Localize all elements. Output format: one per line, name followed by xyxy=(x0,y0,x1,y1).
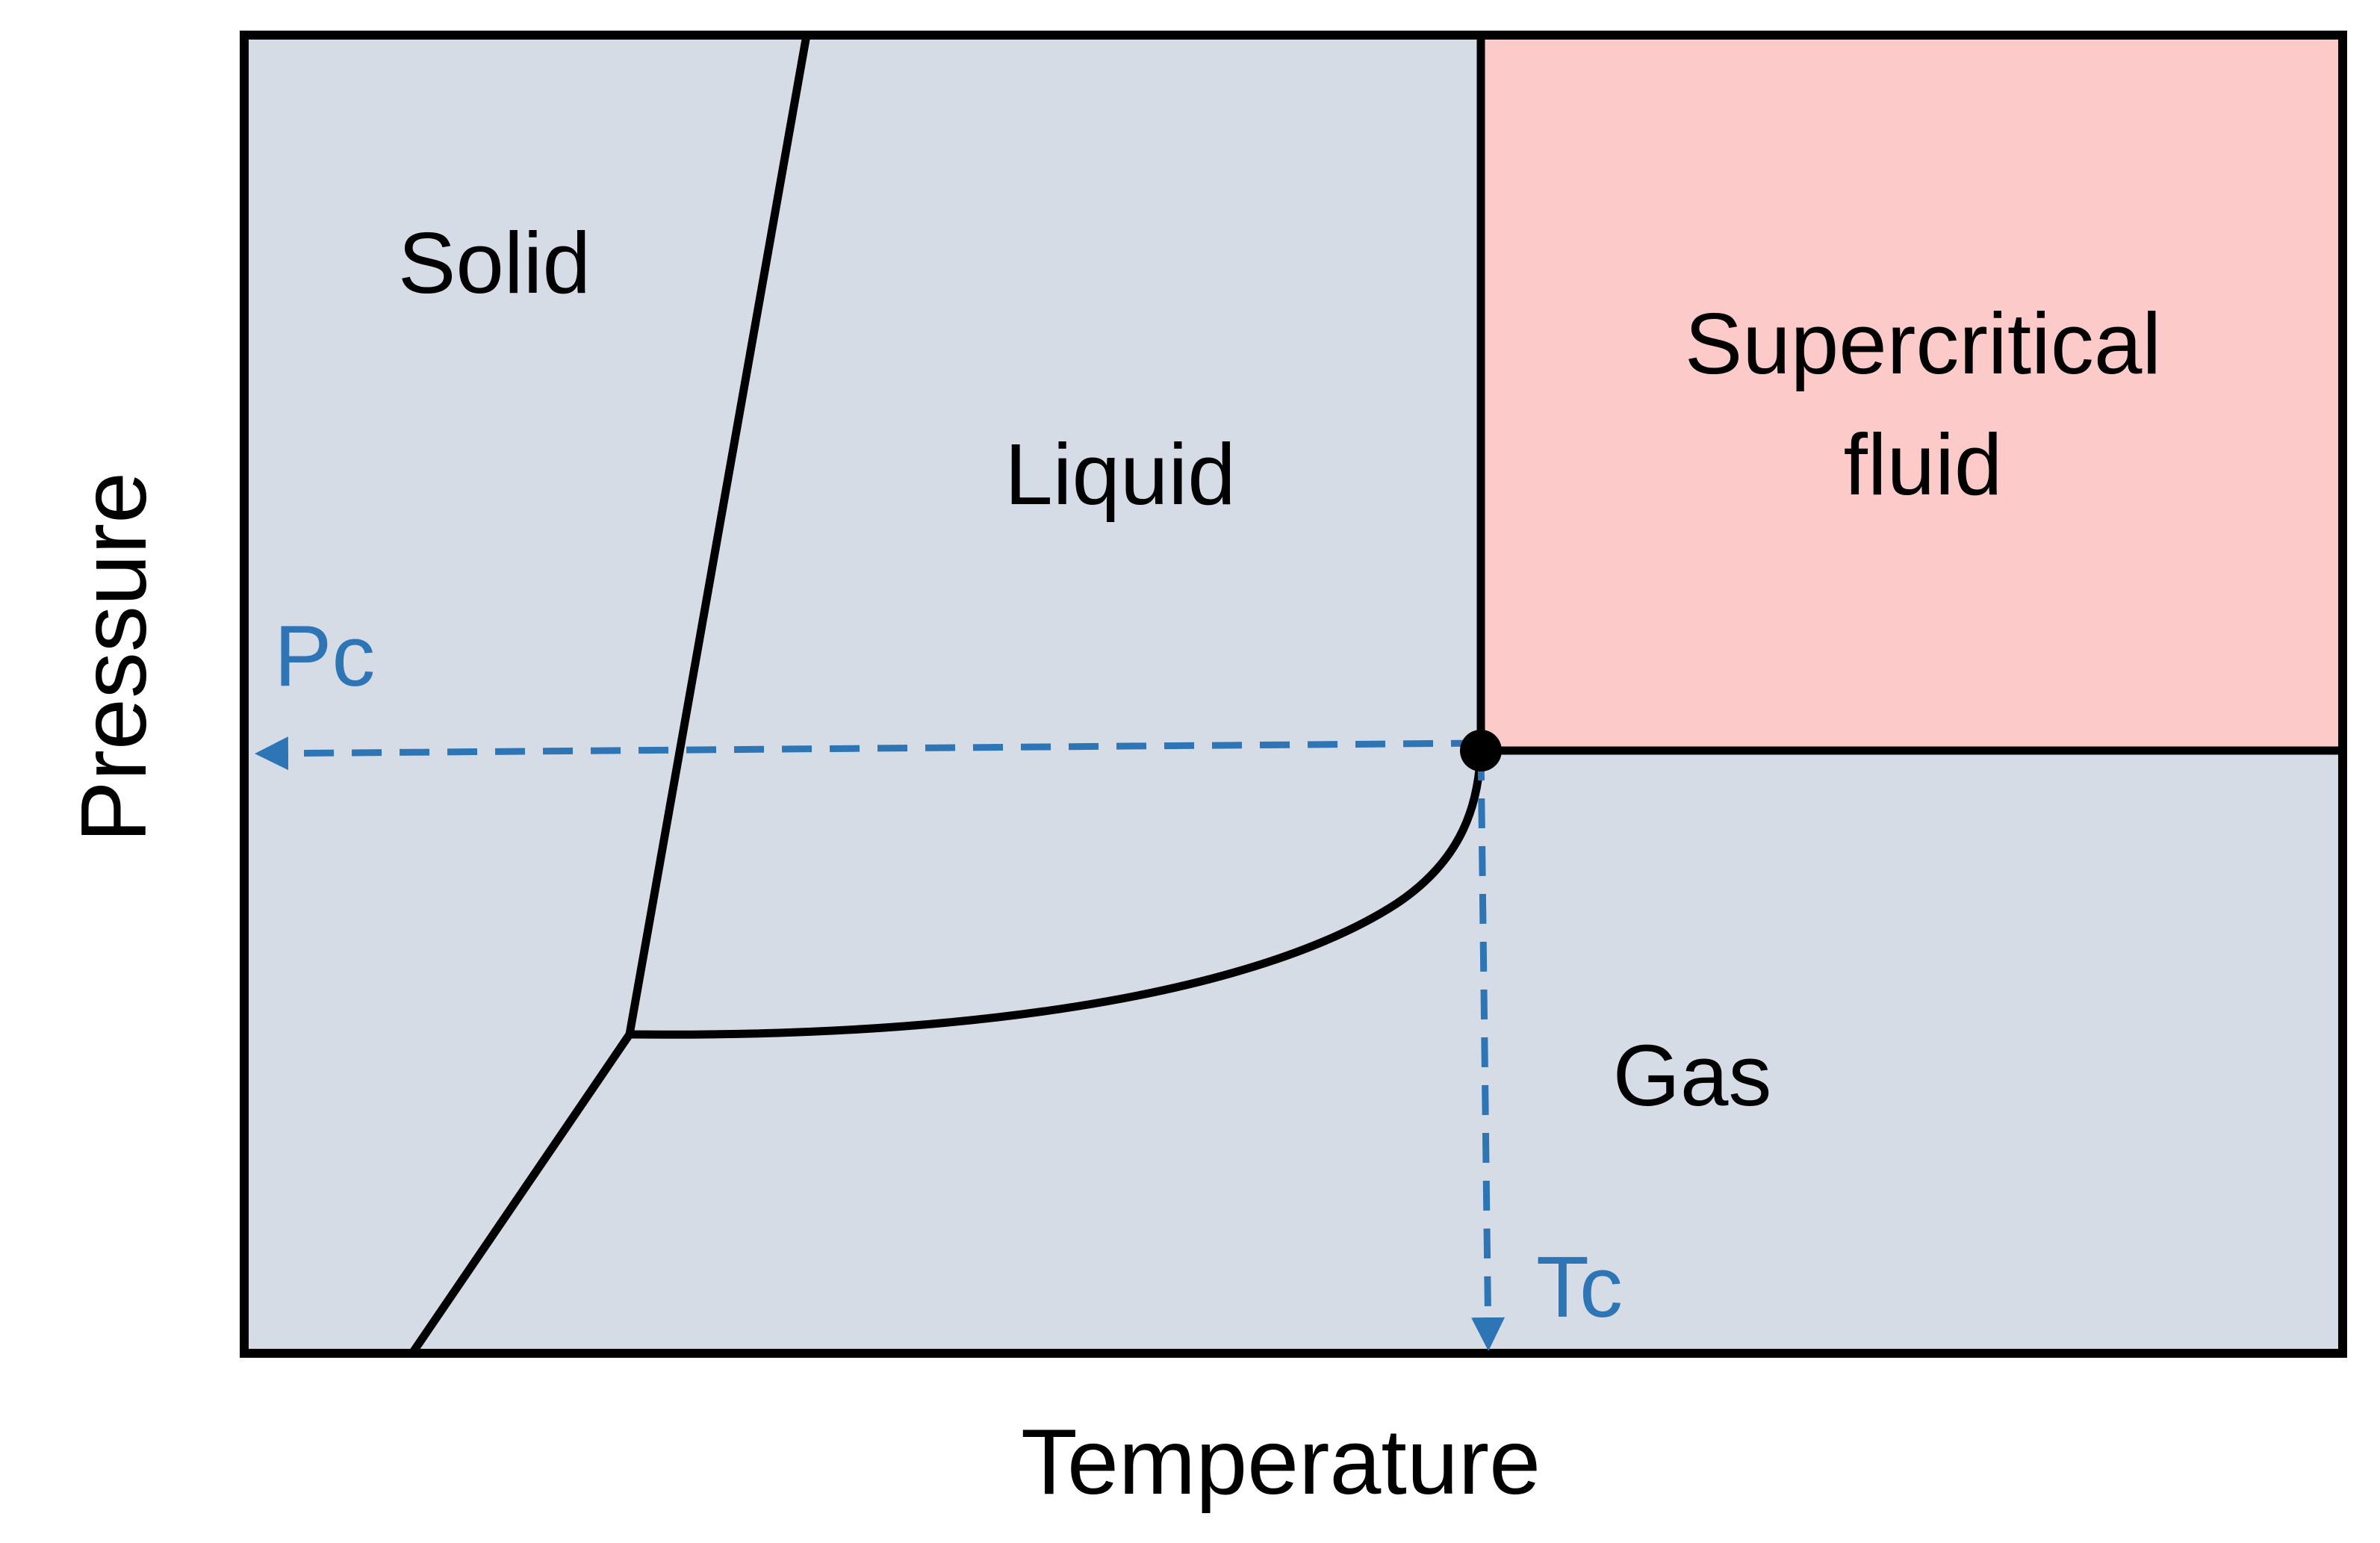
solid-label: Solid xyxy=(398,214,591,311)
liquid-gas-boundary xyxy=(625,746,1485,1039)
solid-liquid-boundary xyxy=(625,31,811,1039)
tc-label: Tc xyxy=(1536,1238,1623,1335)
supercritical-label-line1: Supercritical xyxy=(1685,295,2161,392)
y-axis-label: Pressure xyxy=(63,472,166,842)
critical-guides xyxy=(255,736,1506,1351)
critical-point-dot xyxy=(1460,730,1502,772)
supercritical-region xyxy=(1481,35,2343,751)
supercritical-label-line2: fluid xyxy=(1844,416,2003,513)
phase-boundaries xyxy=(408,31,2347,1358)
temperature-guide-arrow xyxy=(1471,750,1506,1351)
plot-frame xyxy=(240,31,2347,1358)
x-axis-label: Temperature xyxy=(1021,1411,1541,1514)
gas-label: Gas xyxy=(1613,1027,1772,1124)
pressure-guide-arrow xyxy=(255,736,1482,771)
pc-label: Pc xyxy=(274,607,375,704)
solid-gas-boundary xyxy=(408,1030,634,1358)
liquid-label: Liquid xyxy=(1004,426,1236,523)
